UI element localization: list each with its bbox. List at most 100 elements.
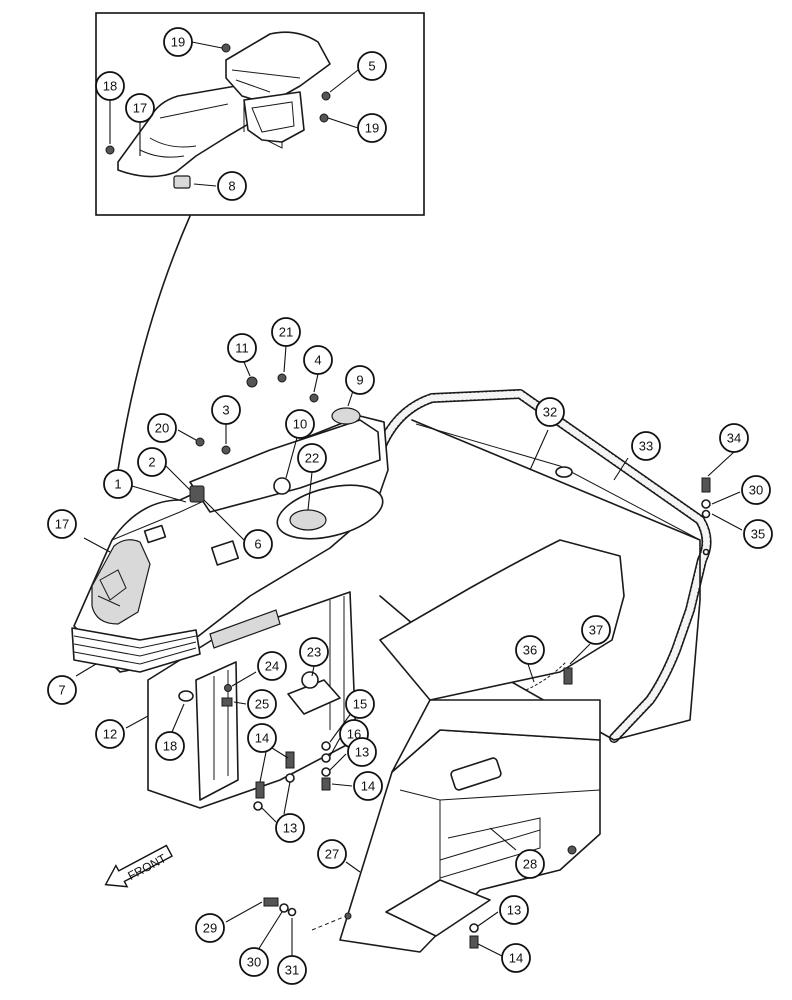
svg-text:18: 18	[103, 79, 117, 94]
callout-15: 15	[345, 689, 375, 719]
fastener-14b2	[285, 751, 295, 769]
leader-12	[125, 715, 149, 729]
console-window-a	[210, 540, 240, 566]
leader-21	[283, 345, 287, 373]
console-lid	[189, 419, 381, 513]
leader-14c	[477, 943, 503, 957]
leader-13a	[329, 753, 347, 771]
inset-connector-line	[117, 215, 191, 471]
svg-text:14: 14	[361, 779, 375, 794]
svg-text:25: 25	[255, 697, 269, 712]
console-cup-holder	[289, 509, 327, 531]
screw-4	[309, 393, 319, 403]
screw-21	[277, 373, 287, 383]
fasteners	[221, 477, 711, 949]
leader-4	[313, 373, 319, 393]
svg-text:37: 37	[589, 623, 603, 638]
housing-top	[379, 539, 625, 701]
stand-inner-rail	[213, 596, 345, 780]
right-housing	[311, 539, 625, 953]
fastener-30b	[279, 903, 289, 913]
console-joystick-pad	[91, 539, 151, 625]
svg-text:30: 30	[247, 955, 261, 970]
fastener-14c	[469, 935, 479, 949]
leader-13b	[261, 781, 291, 823]
svg-text:6: 6	[254, 537, 261, 552]
leader-11	[243, 361, 251, 377]
fastener-13b1	[253, 801, 263, 811]
callout-3: 3	[211, 395, 241, 425]
leader-32	[529, 429, 549, 471]
screw-11	[246, 376, 258, 388]
leader-16	[329, 737, 341, 757]
leader-20	[177, 429, 197, 441]
housing-handle	[450, 757, 502, 791]
svg-text:5: 5	[368, 59, 375, 74]
callout-32: 32	[535, 397, 565, 427]
callout-14: 14	[353, 771, 383, 801]
callouts: 19 5 18 17 19 8 11 21 4 9 3 20 10 2 22 1…	[47, 27, 773, 985]
leader-23	[311, 665, 315, 677]
inset-bracket	[243, 91, 305, 143]
floor-plug	[555, 466, 573, 478]
front-indicator: FRONT	[104, 844, 173, 888]
grommet-18	[178, 690, 194, 702]
floor-panel-edge	[415, 423, 701, 541]
leader-14b	[259, 747, 289, 783]
fastener-14a	[321, 777, 331, 791]
leader-19b	[327, 117, 359, 129]
leader-35	[711, 513, 743, 531]
svg-text:34: 34	[727, 431, 741, 446]
housing-base-plate	[385, 879, 491, 937]
inset-console-face	[139, 103, 229, 158]
callout-17: 17	[125, 93, 155, 123]
callout-29: 29	[195, 913, 225, 943]
svg-text:24: 24	[265, 659, 279, 674]
callout-27: 27	[317, 839, 347, 869]
leader-22	[307, 471, 313, 511]
callout-9: 9	[345, 365, 375, 395]
leader-29	[225, 901, 263, 923]
console-ribbed-end	[71, 627, 201, 673]
svg-text:13: 13	[355, 745, 369, 760]
svg-text:31: 31	[285, 963, 299, 978]
svg-text:19: 19	[171, 35, 185, 50]
callout-31: 31	[277, 955, 307, 985]
leader-13c	[477, 911, 499, 927]
callout-6: 6	[243, 529, 273, 559]
console-ribs	[73, 635, 197, 665]
fastener-37	[563, 667, 573, 685]
callout-20: 20	[147, 413, 177, 443]
fastener-16	[321, 753, 331, 763]
callout-23: 23	[299, 637, 329, 667]
leader-33	[613, 457, 629, 481]
detail-inset-frame	[95, 12, 425, 216]
fastener-35	[701, 509, 711, 519]
fastener-29	[263, 897, 279, 907]
fastener-30a	[701, 499, 711, 509]
leader-1	[131, 485, 187, 503]
housing-side	[339, 729, 601, 953]
leader-37	[569, 643, 591, 665]
inset-bracket-inner	[251, 101, 295, 133]
inset-clamp	[173, 175, 191, 189]
console-window-b	[143, 524, 167, 544]
callout-14: 14	[247, 723, 277, 753]
callout-13: 13	[499, 895, 529, 925]
fastener-34	[701, 477, 711, 493]
leader-30b	[257, 911, 283, 951]
svg-text:22: 22	[305, 451, 319, 466]
front-arrow-icon	[104, 844, 173, 888]
leader-2	[165, 465, 191, 491]
svg-text:16: 16	[347, 727, 361, 742]
svg-text:21: 21	[279, 325, 293, 340]
leader-25	[233, 701, 247, 705]
svg-text:33: 33	[639, 439, 653, 454]
svg-text:11: 11	[235, 341, 249, 356]
inset-top-cover	[225, 31, 331, 105]
fastener-14b1	[255, 781, 265, 799]
console-knob-9	[331, 407, 361, 425]
svg-text:15: 15	[353, 697, 367, 712]
leader-5	[329, 69, 359, 93]
housing-front-face	[391, 699, 601, 773]
